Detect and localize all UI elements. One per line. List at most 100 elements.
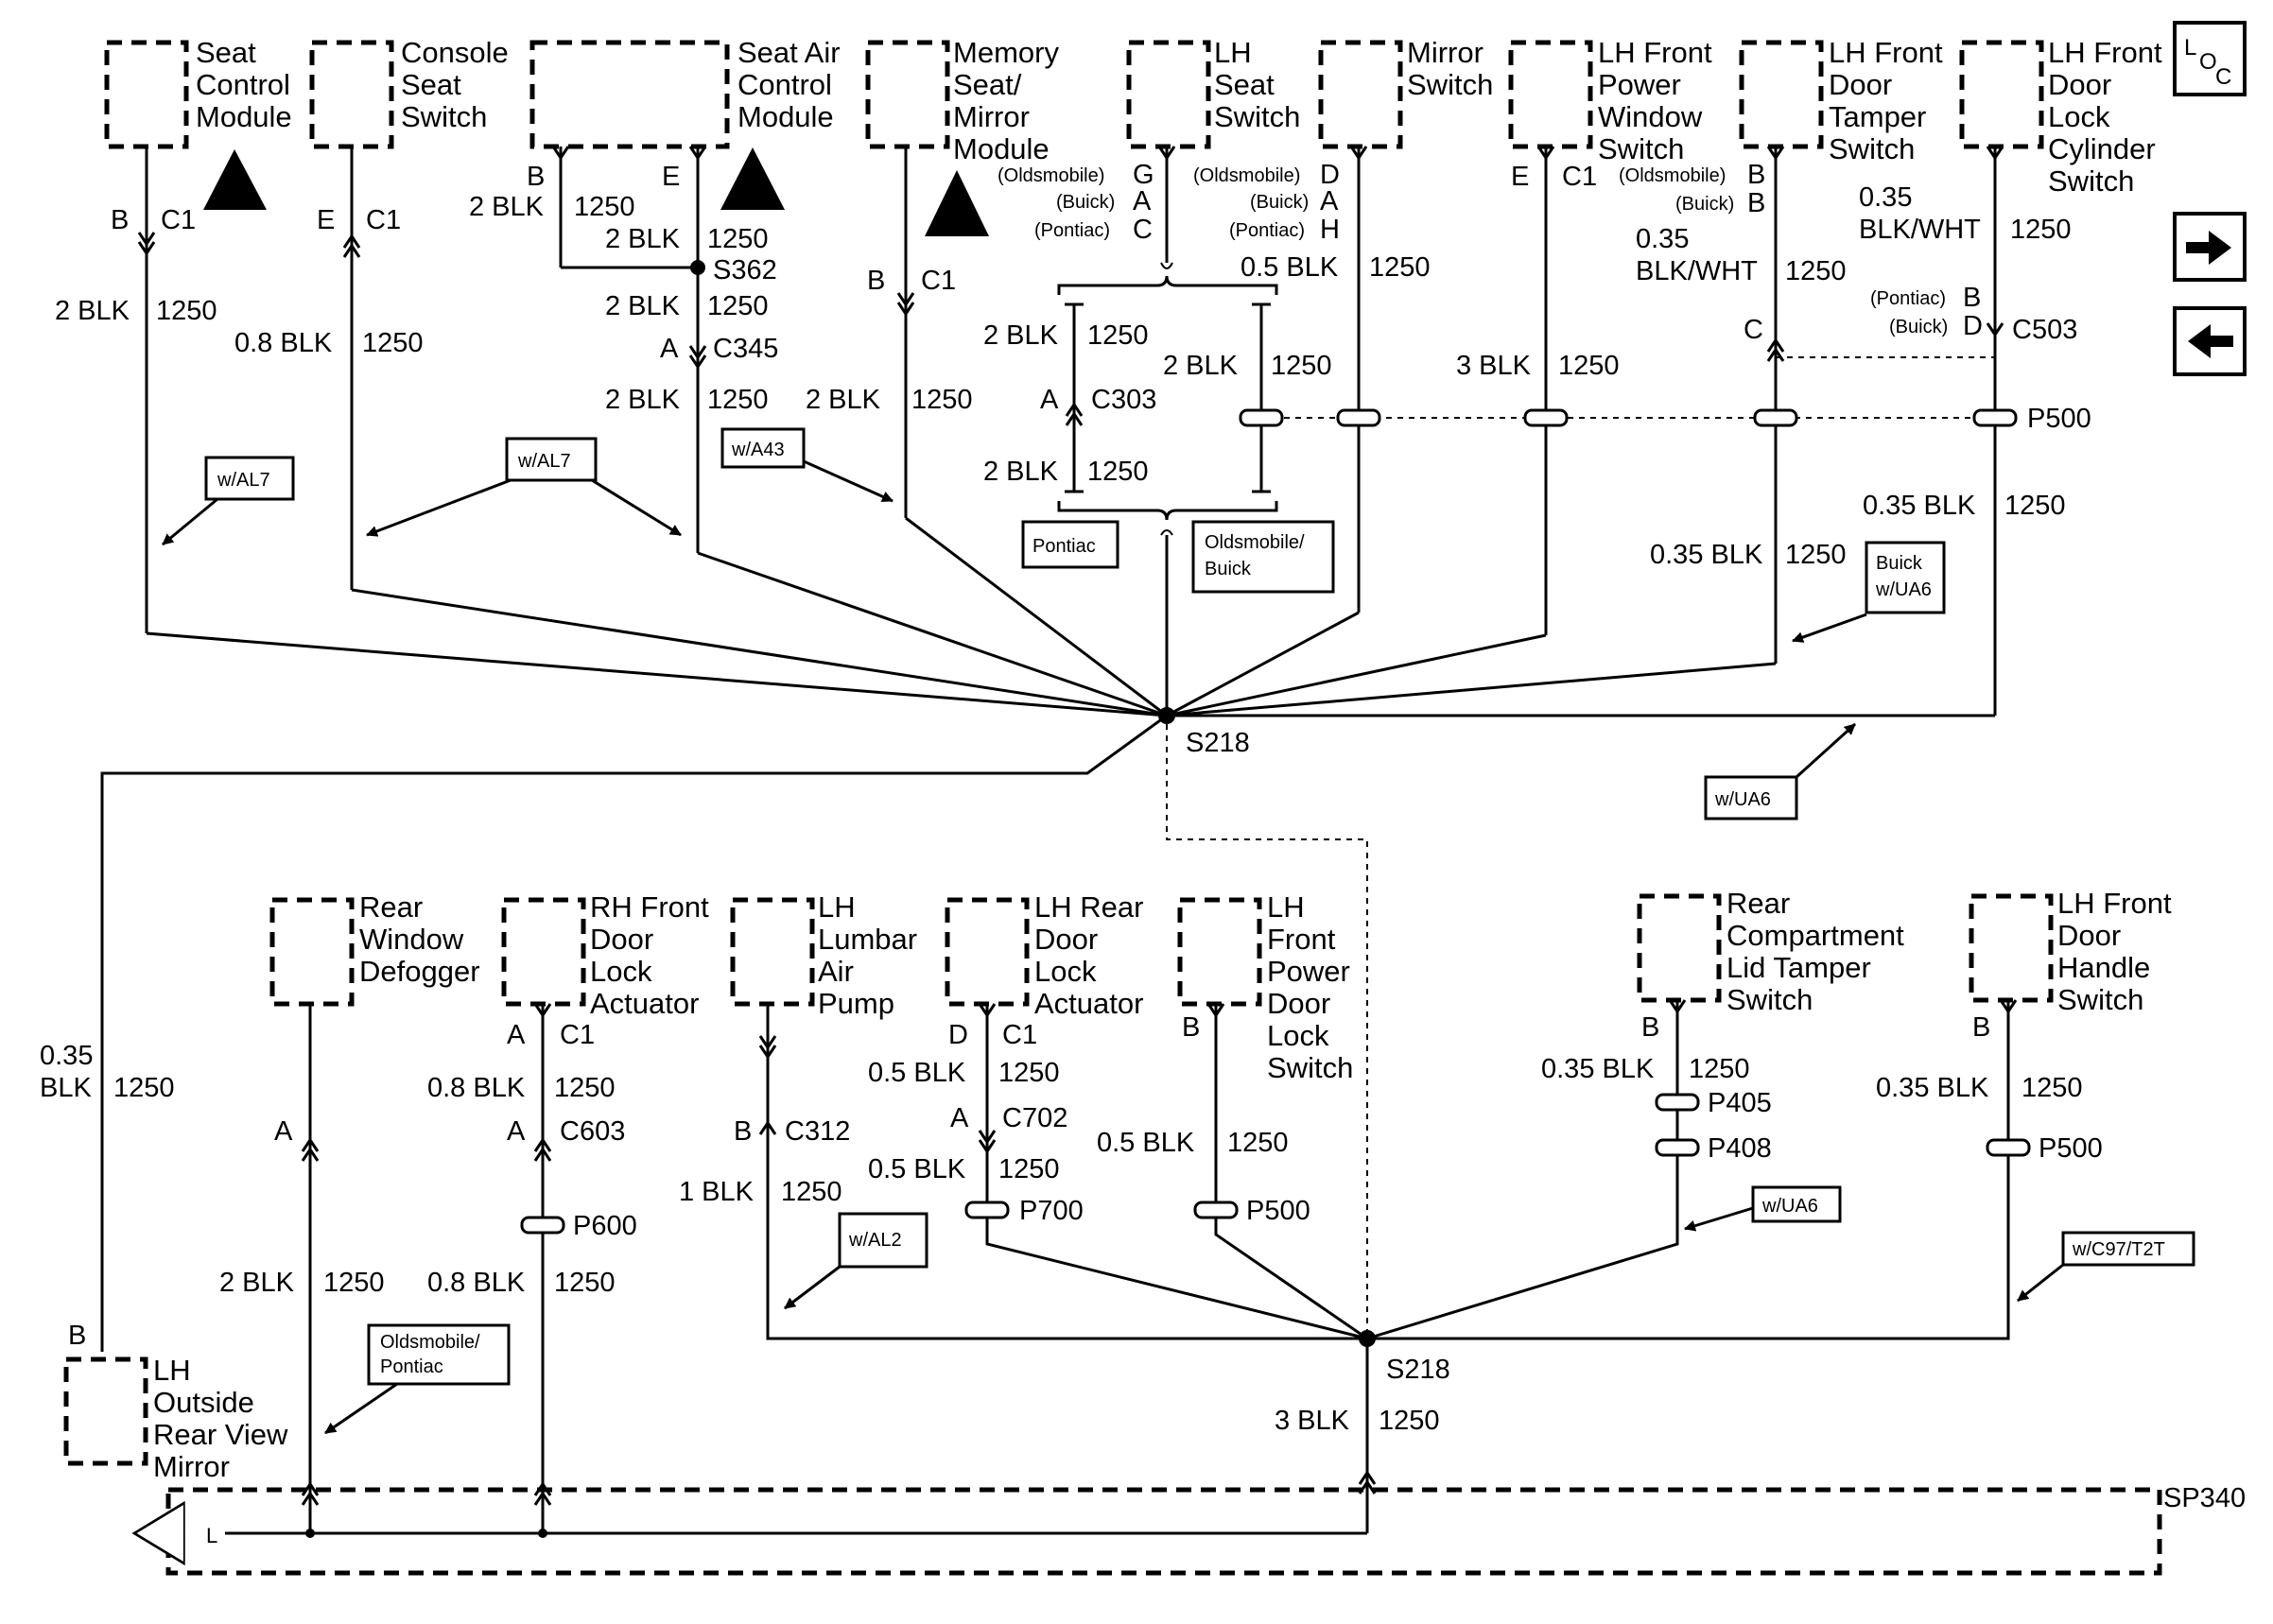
- svg-text:P500: P500: [1246, 1196, 1310, 1226]
- wire-console-seat-switch: E C1 0.8 BLK 1250: [234, 147, 1168, 717]
- svg-text:L: L: [2184, 35, 2196, 60]
- option-ua6-b: w/UA6: [1684, 1185, 1842, 1232]
- svg-text:Mirror: Mirror: [153, 1450, 230, 1483]
- option-pontiac: Pontiac: [1021, 520, 1119, 569]
- svg-text:Buick: Buick: [1876, 553, 1923, 574]
- svg-text:2 BLK: 2 BLK: [1163, 351, 1239, 381]
- svg-text:B: B: [111, 205, 129, 235]
- svg-text:Seat: Seat: [196, 36, 256, 69]
- svg-text:LH Rear: LH Rear: [1034, 890, 1143, 924]
- svg-text:2 BLK: 2 BLK: [983, 457, 1059, 487]
- svg-text:1250: 1250: [781, 1177, 842, 1207]
- rear-compartment-lid-tamper-switch: Rear Compartment Lid Tamper Switch: [1637, 887, 1904, 1016]
- svg-text:Rear: Rear: [359, 890, 423, 924]
- svg-text:A: A: [660, 334, 679, 364]
- lh-front-door-tamper-switch: LH Front Door Tamper Switch: [1739, 36, 1943, 165]
- svg-text:LH: LH: [818, 890, 856, 924]
- svg-text:A: A: [507, 1116, 526, 1147]
- svg-text:1250: 1250: [707, 385, 769, 415]
- svg-text:Buick: Buick: [1205, 559, 1252, 579]
- console-seat-switch: Console Seat Switch: [309, 36, 509, 149]
- svg-text:0.8 BLK: 0.8 BLK: [234, 328, 333, 358]
- esd-warning-icon: [925, 170, 989, 236]
- svg-text:Handle: Handle: [2057, 951, 2150, 984]
- svg-text:A: A: [274, 1116, 293, 1147]
- svg-text:(Oldsmobile): (Oldsmobile): [998, 165, 1104, 186]
- lh-front-power-window-switch: LH Front Power Window Switch: [1508, 36, 1712, 165]
- wire-mirror-switch: (Oldsmobile) D (Buick) A (Pontiac) H 0.5…: [1166, 146, 1431, 717]
- svg-text:0.35 BLK: 0.35 BLK: [1863, 491, 1976, 521]
- svg-text:Door: Door: [2048, 68, 2111, 101]
- p500-pass-through: [1239, 408, 2018, 427]
- svg-text:Seat/: Seat/: [953, 68, 1022, 101]
- svg-text:L: L: [206, 1524, 217, 1547]
- option-al2: w/AL2: [784, 1212, 928, 1310]
- svg-text:C303: C303: [1091, 385, 1156, 415]
- lh-lumbar-air-pump: LH Lumbar Air Pump: [730, 890, 917, 1020]
- svg-text:0.35 BLK: 0.35 BLK: [1541, 1054, 1655, 1084]
- svg-text:C: C: [1133, 215, 1153, 245]
- lh-front-door-lock-cylinder-switch: LH Front Door Lock Cylinder Switch: [1959, 36, 2162, 198]
- svg-text:(Pontiac): (Pontiac): [1870, 288, 1946, 309]
- svg-text:E: E: [662, 162, 680, 192]
- svg-text:LH Front: LH Front: [2048, 36, 2162, 69]
- svg-text:(Pontiac): (Pontiac): [1034, 220, 1110, 241]
- option-al7-b: w/AL7: [366, 437, 682, 537]
- svg-text:S218: S218: [1186, 728, 1250, 758]
- svg-text:1250: 1250: [1087, 457, 1149, 487]
- svg-text:Power: Power: [1267, 955, 1350, 988]
- svg-text:0.5 BLK: 0.5 BLK: [868, 1154, 966, 1184]
- svg-text:A: A: [950, 1103, 969, 1133]
- svg-text:D: D: [948, 1020, 968, 1050]
- svg-text:0.5 BLK: 0.5 BLK: [1241, 252, 1339, 283]
- svg-text:B: B: [527, 162, 545, 192]
- svg-text:1250: 1250: [1227, 1128, 1289, 1158]
- svg-text:Lid Tamper: Lid Tamper: [1726, 951, 1871, 984]
- svg-text:Outside: Outside: [153, 1386, 254, 1419]
- svg-text:Rear View: Rear View: [153, 1418, 288, 1451]
- svg-text:C1: C1: [366, 205, 401, 235]
- svg-text:Switch: Switch: [1829, 132, 1915, 165]
- svg-text:Switch: Switch: [1214, 100, 1300, 133]
- option-al7-a: w/AL7: [162, 456, 295, 546]
- svg-text:C1: C1: [1002, 1020, 1037, 1050]
- svg-text:0.35: 0.35: [1859, 182, 1912, 213]
- svg-text:2 BLK: 2 BLK: [55, 296, 130, 326]
- location-button[interactable]: L O C: [2173, 21, 2247, 96]
- svg-text:P408: P408: [1708, 1133, 1772, 1164]
- svg-text:C: C: [1744, 315, 1763, 345]
- svg-text:Door: Door: [1034, 923, 1098, 956]
- svg-text:1250: 1250: [1369, 252, 1431, 283]
- svg-text:Switch: Switch: [1267, 1051, 1353, 1084]
- wire-rh-front-door-lock-actuator: A C1 0.8 BLK 1250 A C603 P600 0.8 BLK 12…: [427, 1003, 637, 1531]
- svg-text:Actuator: Actuator: [590, 987, 699, 1020]
- svg-text:C: C: [2215, 64, 2231, 90]
- svg-text:Mirror: Mirror: [1407, 36, 1484, 69]
- svg-text:w/C97/T2T: w/C97/T2T: [2072, 1239, 2165, 1260]
- previous-page-button[interactable]: [2173, 306, 2247, 376]
- wire-lh-front-door-handle-switch: B 0.35 BLK 1250 P500: [1367, 999, 2103, 1340]
- svg-text:1250: 1250: [1785, 540, 1847, 570]
- svg-text:1250: 1250: [1379, 1406, 1440, 1436]
- svg-text:B: B: [734, 1116, 752, 1147]
- wire-lh-front-door-lock-cylinder-switch: 0.35 BLK/WHT 1250 (Pontiac) B (Buick) D …: [1167, 146, 2077, 717]
- svg-text:3 BLK: 3 BLK: [1456, 351, 1532, 381]
- svg-text:P405: P405: [1708, 1088, 1772, 1118]
- svg-text:2 BLK: 2 BLK: [469, 192, 545, 222]
- next-page-button[interactable]: [2173, 212, 2247, 282]
- svg-text:Module: Module: [737, 100, 834, 133]
- svg-text:0.8 BLK: 0.8 BLK: [427, 1268, 526, 1298]
- option-a43: w/A43: [720, 427, 894, 503]
- wire-seat-control-module: B C1 2 BLK 1250: [55, 147, 1168, 717]
- wire-lh-rear-door-lock-actuator: D C1 0.5 BLK 1250 A C702 0.5 BLK 1250 P7…: [868, 1003, 1368, 1340]
- svg-text:w/AL2: w/AL2: [848, 1230, 902, 1251]
- svg-text:Lumbar: Lumbar: [818, 923, 917, 956]
- svg-text:Lock: Lock: [1267, 1019, 1329, 1052]
- svg-text:LH: LH: [1214, 36, 1252, 69]
- svg-text:C1: C1: [161, 205, 196, 235]
- svg-text:Console: Console: [401, 36, 509, 69]
- svg-text:Control: Control: [196, 68, 290, 101]
- svg-text:LH: LH: [153, 1354, 191, 1387]
- svg-text:1250: 1250: [1271, 351, 1332, 381]
- svg-text:C702: C702: [1002, 1103, 1067, 1133]
